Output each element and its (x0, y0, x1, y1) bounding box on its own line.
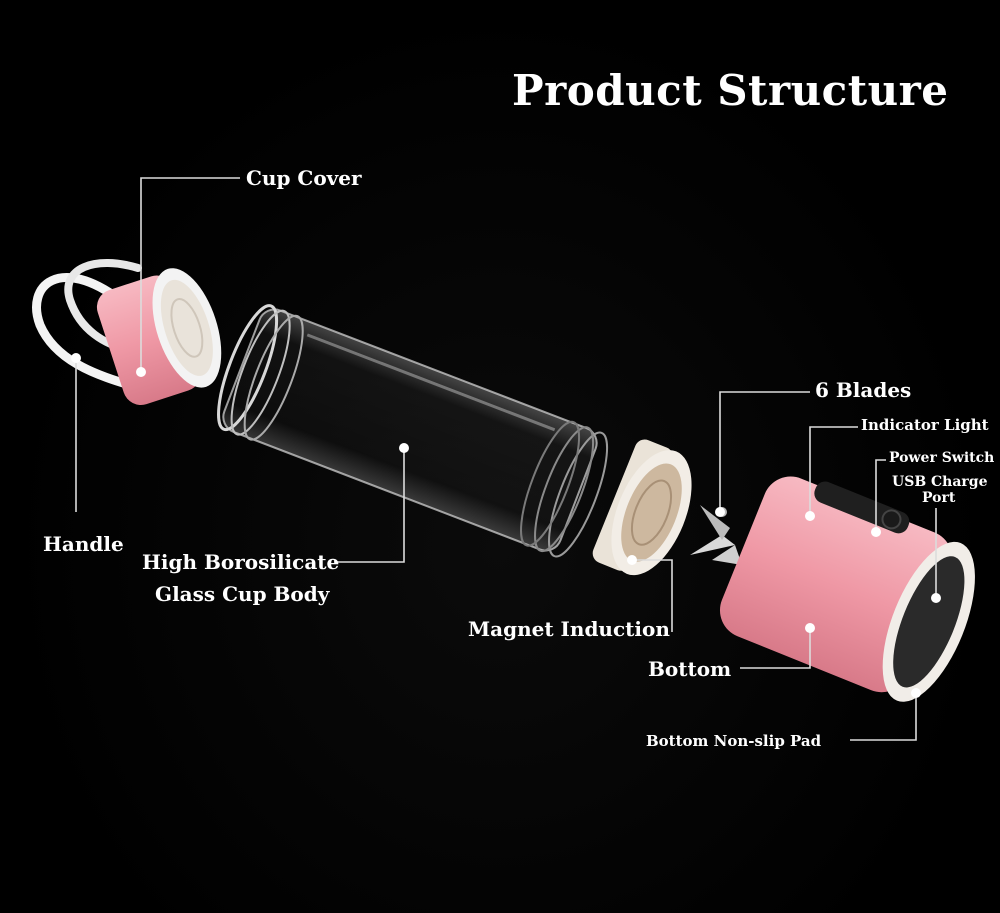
glass-body-graphic (217, 304, 609, 558)
magnet-induction-graphic (592, 439, 692, 576)
label-glass-line2: Glass Cup Body (155, 582, 330, 606)
marker-dots (71, 353, 941, 698)
label-usb-line2: Port (922, 490, 956, 506)
motor-base-graphic (719, 476, 975, 702)
label-cup-cover: Cup Cover (246, 166, 362, 190)
label-usb-line1: USB Charge (892, 474, 988, 490)
label-bottom-pad: Bottom Non-slip Pad (646, 732, 822, 750)
page-title: Product Structure (512, 66, 949, 115)
label-indicator-light: Indicator Light (861, 416, 989, 434)
label-magnet-induction: Magnet Induction (468, 617, 670, 641)
label-glass-line1: High Borosilicate (142, 550, 340, 574)
label-six-blades: 6 Blades (815, 378, 912, 402)
label-bottom: Bottom (648, 657, 732, 681)
label-handle: Handle (43, 532, 124, 556)
cup-cover-graphic (32, 259, 222, 405)
leader-lines (75, 177, 937, 741)
label-power-switch: Power Switch (889, 450, 995, 466)
